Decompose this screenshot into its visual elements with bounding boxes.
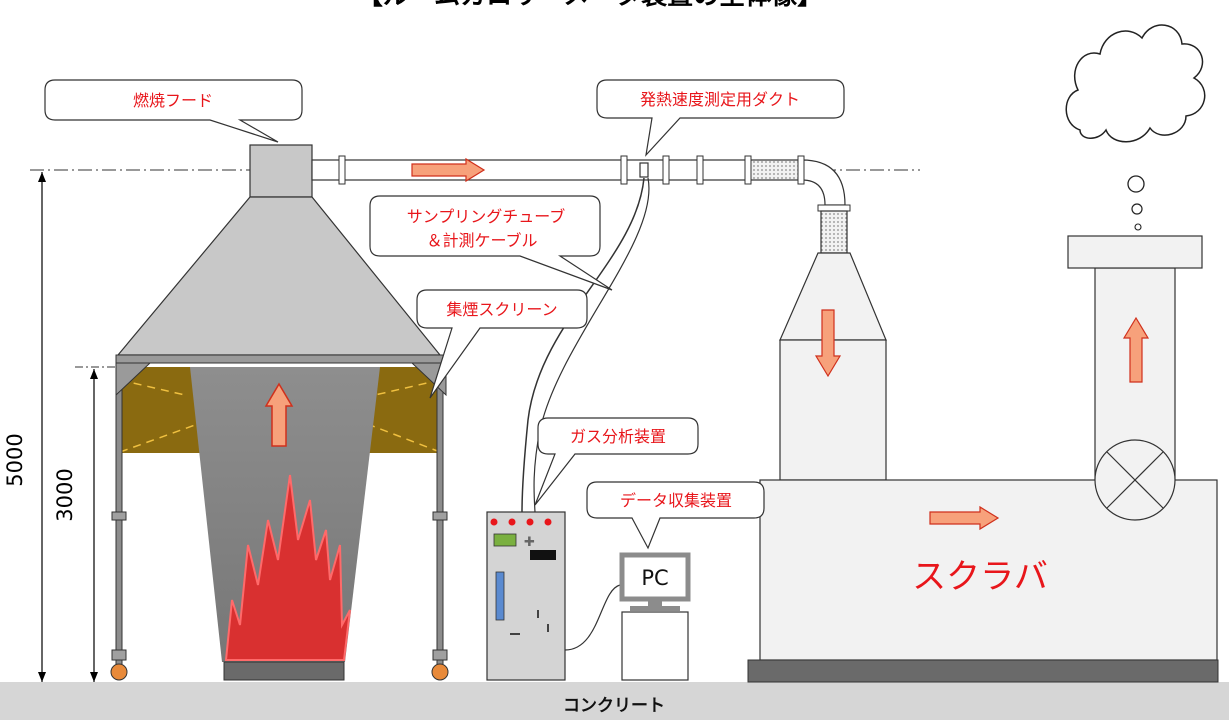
diagram-title: 【ルームカロリーメータ装置の全体像】 — [357, 0, 823, 11]
measurement-cable — [533, 177, 650, 513]
callout-screen-text: 集煙スクリーン — [446, 300, 557, 319]
stack-arrow-up — [1122, 316, 1150, 383]
callout-daq: データ収集装置 — [586, 481, 765, 550]
callout-hood: 燃焼フード — [44, 79, 303, 143]
dimension-5000: 5000 — [3, 172, 46, 682]
callout-gas: ガス分析装置 — [534, 417, 699, 506]
burner — [223, 661, 345, 681]
sampling-tube — [521, 177, 645, 513]
floor-label: コンクリート — [563, 696, 665, 716]
data-cable — [564, 584, 621, 651]
combustion-hood — [115, 144, 447, 397]
scrubber: スクラバ — [747, 235, 1219, 683]
screen-dashes — [119, 379, 441, 453]
pc: PC — [619, 552, 691, 681]
callout-sampling: サンプリングチューブ ＆計測ケーブル — [369, 195, 613, 291]
scrubber-arrow-down — [814, 309, 842, 378]
dimension-3000: 3000 — [53, 369, 98, 682]
callout-duct: 発熱速度測定用ダクト — [596, 79, 845, 157]
duct-flow-arrow — [411, 157, 486, 183]
measurement-duct — [311, 155, 851, 254]
plume-arrow-up — [264, 382, 294, 447]
svg-text:✚: ✚ — [524, 535, 535, 550]
pc-label: PC — [641, 566, 668, 590]
callout-daq-text: データ収集装置 — [620, 491, 732, 510]
dimension-3000-label: 3000 — [53, 468, 77, 521]
sampling-probe — [639, 162, 649, 178]
callout-duct-text: 発熱速度測定用ダクト — [640, 90, 800, 109]
callout-screen: 集煙スクリーン — [416, 289, 588, 399]
scrubber-label: スクラバ — [912, 557, 1048, 597]
caster-wheel-left — [110, 663, 128, 681]
callout-hood-text: 燃焼フード — [133, 91, 213, 110]
caster-wheel-right — [431, 663, 449, 681]
dimension-5000-label: 5000 — [3, 433, 27, 486]
callout-sampling-text-2: ＆計測ケーブル — [426, 231, 537, 250]
flame — [224, 474, 351, 661]
callout-gas-text: ガス分析装置 — [570, 427, 666, 446]
callout-sampling-text-1: サンプリングチューブ — [407, 207, 566, 226]
exhaust-cloud — [1065, 24, 1206, 231]
concrete-floor — [0, 682, 1229, 720]
scrubber-arrow-right — [929, 505, 1000, 531]
gas-analyzer: ✚ — [486, 511, 566, 681]
